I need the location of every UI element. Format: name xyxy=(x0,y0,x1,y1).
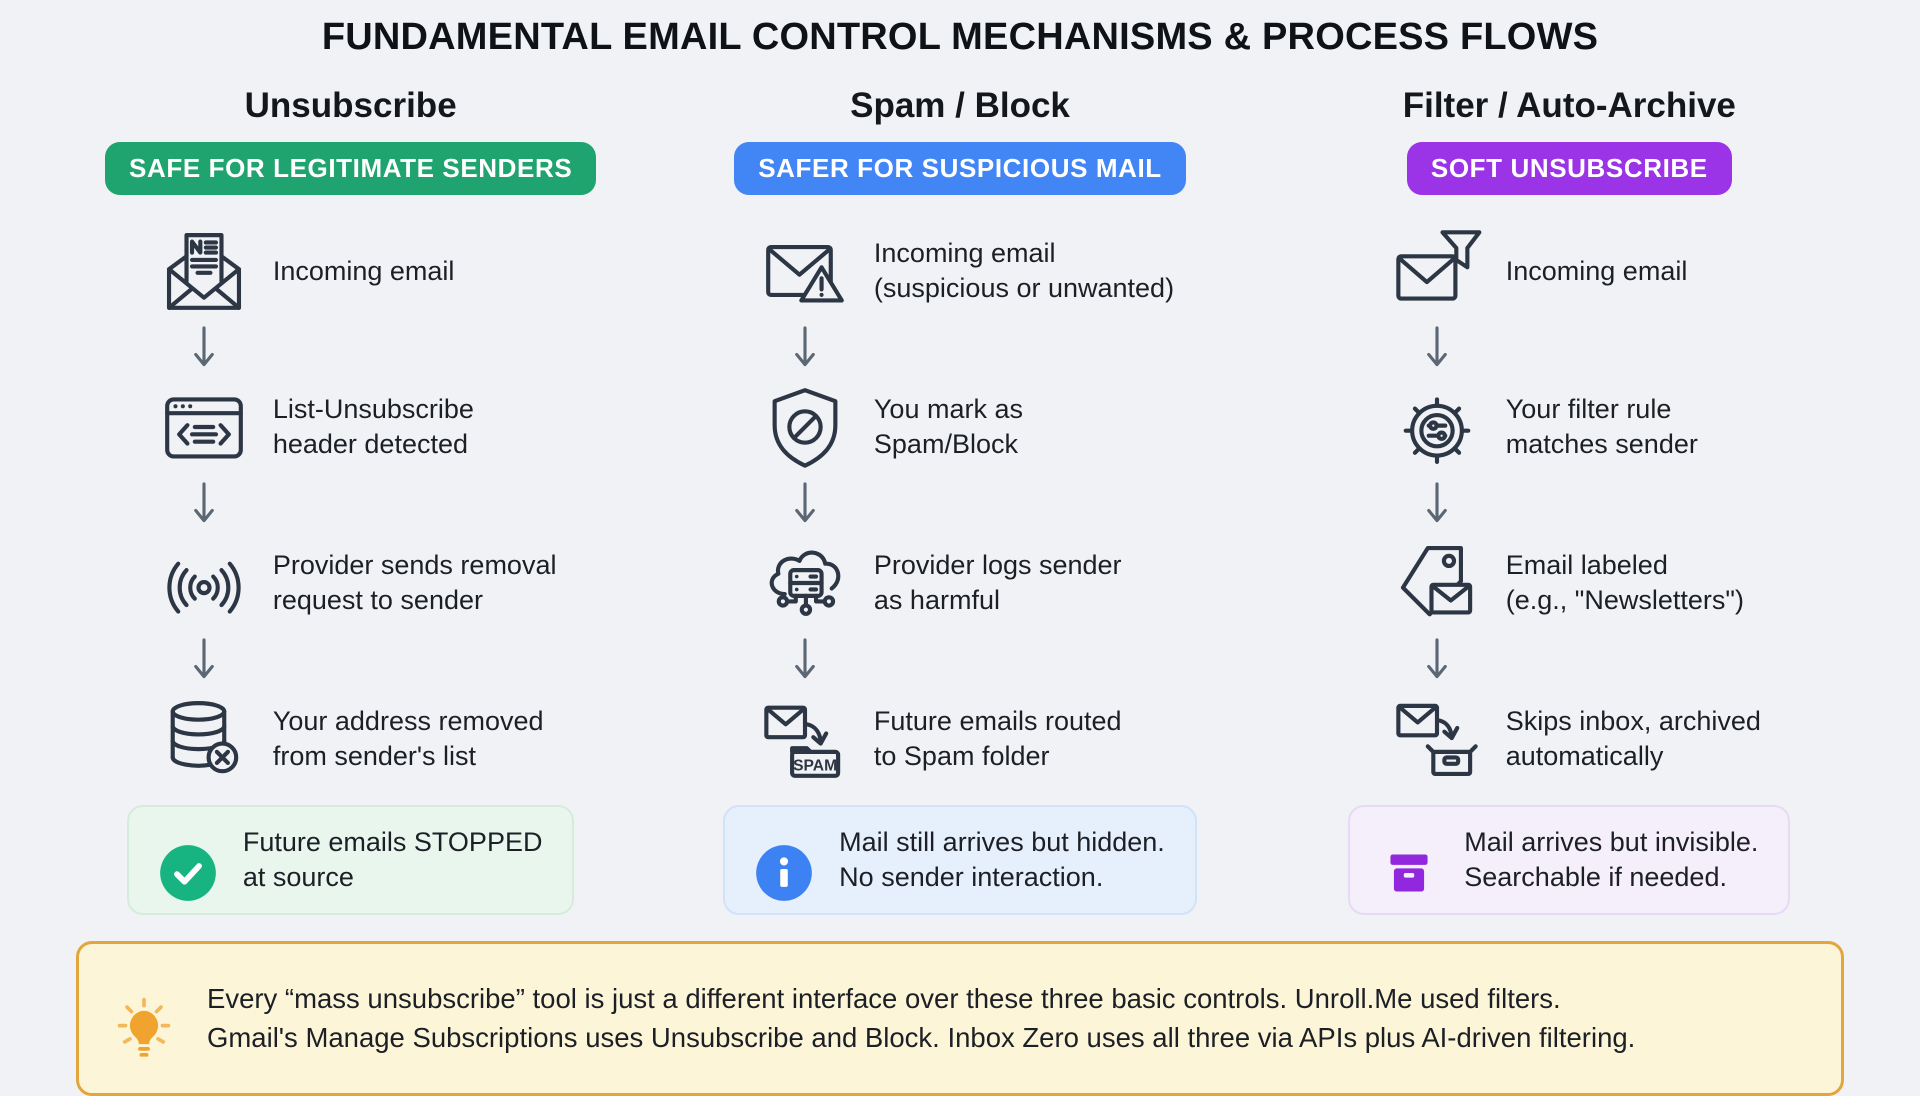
result-text: Mail still arrives but hidden. No sender… xyxy=(839,826,1165,892)
label-tag-icon xyxy=(1391,533,1483,633)
down-arrow-icon xyxy=(193,321,215,377)
down-arrow-icon xyxy=(1426,477,1448,533)
filter-gear-icon xyxy=(1391,377,1483,477)
column-header: Unsubscribe xyxy=(244,86,457,125)
archive-email-icon xyxy=(1391,689,1483,789)
flow-filter-archive: Incoming email Your xyxy=(1378,221,1761,789)
step-text: Incoming email xyxy=(272,255,455,286)
column-header: Spam / Block xyxy=(850,86,1070,125)
flow-unsubscribe: Incoming email List-Unsubscribe header d… xyxy=(145,221,557,789)
footnote-text: Every “mass unsubscribe” tool is just a … xyxy=(207,983,1636,1053)
down-arrow-icon xyxy=(1426,321,1448,377)
column-unsubscribe: Unsubscribe SAFE FOR LEGITIMATE SENDERS … xyxy=(46,59,655,915)
step-text: Provider sends removal request to sender xyxy=(272,550,557,615)
step-text: Your address removed from sender's list xyxy=(272,706,544,771)
column-filter-archive: Filter / Auto-Archive SOFT UNSUBSCRIBE I… xyxy=(1265,59,1874,915)
down-arrow-icon xyxy=(1426,633,1448,689)
broadcast-icon xyxy=(158,533,250,633)
page-title: FUNDAMENTAL EMAIL CONTROL MECHANISMS & P… xyxy=(321,16,1599,58)
down-arrow-icon xyxy=(794,633,816,689)
info-circle-icon xyxy=(755,809,813,911)
step-text: Your filter rule matches sender xyxy=(1505,394,1698,459)
check-circle-icon xyxy=(159,809,217,911)
down-arrow-icon xyxy=(193,633,215,689)
code-window-icon xyxy=(158,377,250,477)
footnote-box: Every “mass unsubscribe” tool is just a … xyxy=(76,941,1844,1096)
lightbulb-icon xyxy=(107,957,181,1080)
funnel-email-icon xyxy=(1391,221,1483,321)
archive-box-icon xyxy=(1380,809,1438,911)
status-badge: SAFE FOR LEGITIMATE SENDERS xyxy=(105,142,597,195)
status-badge: SOFT UNSUBSCRIBE xyxy=(1406,142,1732,195)
result-box: Mail arrives but invisible. Searchable i… xyxy=(1348,805,1791,915)
warning-email-icon xyxy=(759,221,851,321)
result-box: Future emails STOPPED at source xyxy=(126,805,575,915)
newsletter-email-icon xyxy=(158,221,250,321)
svg-text:SPAM: SPAM xyxy=(793,757,837,774)
database-remove-icon xyxy=(158,689,250,789)
step-text: You mark as Spam/Block xyxy=(873,394,1023,459)
spam-folder-icon: SPAM xyxy=(759,689,851,789)
shield-block-icon xyxy=(759,377,851,477)
step-text: Skips inbox, archived automatically xyxy=(1505,706,1761,771)
column-header: Filter / Auto-Archive xyxy=(1402,86,1736,125)
step-text: List-Unsubscribe header detected xyxy=(272,394,474,459)
result-text: Mail arrives but invisible. Searchable i… xyxy=(1464,826,1759,892)
columns-container: Unsubscribe SAFE FOR LEGITIMATE SENDERS … xyxy=(0,59,1920,915)
down-arrow-icon xyxy=(794,477,816,533)
status-badge: SAFER FOR SUSPICIOUS MAIL xyxy=(734,142,1186,195)
result-box: Mail still arrives but hidden. No sender… xyxy=(723,805,1197,915)
step-text: Incoming email (suspicious or unwanted) xyxy=(873,238,1175,303)
down-arrow-icon xyxy=(794,321,816,377)
column-spam-block: Spam / Block SAFER FOR SUSPICIOUS MAIL I… xyxy=(655,59,1264,915)
flow-spam-block: Incoming email (suspicious or unwanted) … xyxy=(746,221,1174,789)
step-text: Provider logs sender as harmful xyxy=(873,550,1122,615)
down-arrow-icon xyxy=(193,477,215,533)
step-text: Incoming email xyxy=(1505,255,1688,286)
result-text: Future emails STOPPED at source xyxy=(242,826,543,892)
cloud-server-icon xyxy=(759,533,851,633)
step-text: Future emails routed to Spam folder xyxy=(873,706,1122,771)
step-text: Email labeled (e.g., "Newsletters") xyxy=(1505,550,1744,615)
